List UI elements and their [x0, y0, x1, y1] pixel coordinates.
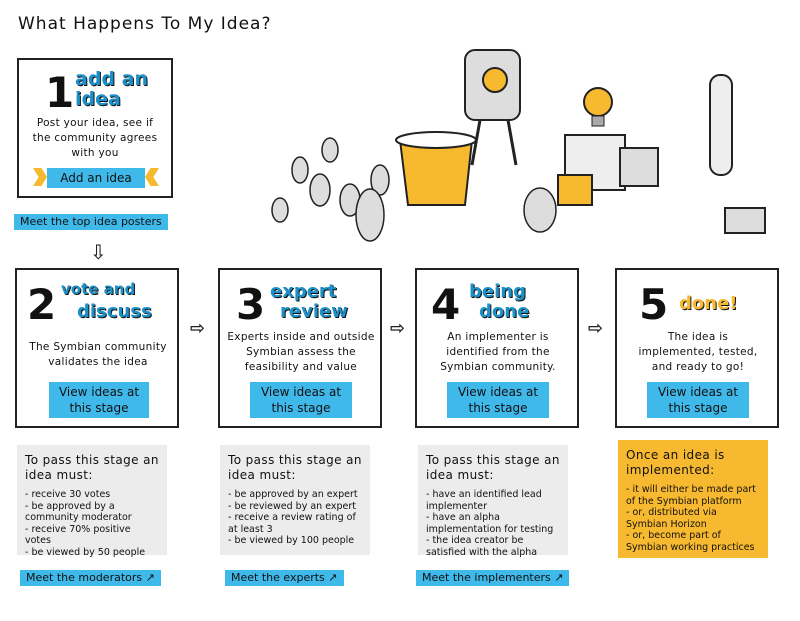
- list-item: have an alpha implementation for testing: [426, 512, 560, 535]
- step5-outcome-note: Once an idea is implemented: it will eit…: [618, 440, 768, 558]
- right-arrow-icon: ⇨: [190, 318, 206, 339]
- list-item: be viewed by 50 people: [25, 547, 159, 559]
- step2-note-title: To pass this stage an idea must:: [25, 453, 159, 482]
- step3-card: 3 expert review Experts inside and outsi…: [218, 268, 382, 428]
- step2-heading-line2: discuss: [77, 301, 152, 322]
- step4-description: An implementer is identified from the Sy…: [440, 331, 556, 373]
- list-item: receive 30 votes: [25, 489, 159, 501]
- meet-implementers-label: Meet the implementers: [422, 571, 551, 584]
- step4-number: 4: [431, 280, 461, 329]
- list-item: be reviewed by an expert: [228, 501, 362, 513]
- list-item: be approved by an expert: [228, 489, 362, 501]
- step2-requirements-note: To pass this stage an idea must: receive…: [17, 445, 167, 558]
- step4-heading-line1: being: [469, 281, 526, 302]
- list-item: receive 70% positive votes: [25, 524, 159, 547]
- list-item: be viewed by 100 people: [228, 535, 362, 547]
- step5-number: 5: [639, 280, 669, 329]
- right-arrow-icon: ⇨: [588, 318, 604, 339]
- meet-implementers-link[interactable]: Meet the implementers ↗: [416, 570, 570, 586]
- list-item: or, become part of Symbian working pract…: [626, 530, 760, 553]
- step3-requirements-note: To pass this stage an idea must: be appr…: [220, 445, 370, 555]
- step2-view-ideas-button[interactable]: View ideas at this stage: [49, 382, 149, 418]
- list-item: it will either be made part of the Symbi…: [626, 484, 760, 507]
- step5-view-ideas-button[interactable]: View ideas at this stage: [647, 382, 749, 418]
- step4-requirements-note: To pass this stage an idea must: have an…: [418, 445, 568, 558]
- down-arrow-icon: ⇩: [90, 240, 107, 264]
- step1-description: Post your idea, see if the community agr…: [32, 117, 158, 159]
- meet-experts-link[interactable]: Meet the experts ↗: [225, 570, 344, 586]
- arrow-right-icon: [33, 168, 47, 186]
- step5-note-title: Once an idea is implemented:: [626, 448, 725, 477]
- step5-heading: done!: [679, 293, 738, 314]
- step3-view-ideas-button[interactable]: View ideas at this stage: [250, 382, 352, 418]
- step3-heading-line1: expert: [270, 281, 337, 302]
- meet-moderators-link[interactable]: Meet the moderators ↗: [20, 570, 161, 586]
- step2-number: 2: [27, 280, 57, 329]
- step3-heading-line2: review: [280, 301, 348, 322]
- step4-note-title: To pass this stage an idea must:: [426, 453, 560, 482]
- add-idea-button[interactable]: Add an idea: [47, 168, 145, 188]
- step5-description: The idea is implemented, tested, and rea…: [638, 331, 758, 373]
- meet-experts-label: Meet the experts: [231, 571, 325, 584]
- illustration: [240, 30, 770, 250]
- list-item: receive a review rating of at least 3: [228, 512, 362, 535]
- external-arrow-icon: ↗: [554, 571, 564, 584]
- step4-card: 4 being done An implementer is identifie…: [415, 268, 579, 428]
- page-title: What Happens To My Idea?: [18, 14, 272, 34]
- step3-number: 3: [236, 280, 266, 329]
- step3-description: Experts inside and outside Symbian asses…: [227, 331, 375, 373]
- step2-heading-line1: vote and: [61, 280, 136, 298]
- step1-card: 1 add an idea Post your idea, see if the…: [17, 58, 173, 198]
- list-item: be approved by a community moderator: [25, 501, 159, 524]
- meet-moderators-label: Meet the moderators: [26, 571, 143, 584]
- step4-view-ideas-button[interactable]: View ideas at this stage: [447, 382, 549, 418]
- step2-description: The Symbian community validates the idea: [29, 341, 167, 368]
- external-arrow-icon: ↗: [145, 571, 155, 584]
- list-item: the idea creator be satisfied with the a…: [426, 535, 560, 558]
- step1-number: 1: [45, 68, 75, 117]
- step4-heading-line2: done: [479, 301, 530, 322]
- list-item: or, distributed via Symbian Horizon: [626, 507, 760, 530]
- external-arrow-icon: ↗: [328, 571, 338, 584]
- arrow-left-icon: [145, 168, 159, 186]
- step5-card: 5 done! The idea is implemented, tested,…: [615, 268, 779, 428]
- step2-card: 2 vote and discuss The Symbian community…: [15, 268, 179, 428]
- step1-heading-line2: idea: [75, 88, 121, 110]
- top-idea-posters-link[interactable]: Meet the top idea posters: [14, 214, 168, 230]
- step1-heading-line1: add an: [75, 68, 148, 90]
- list-item: have an identified lead implementer: [426, 489, 560, 512]
- right-arrow-icon: ⇨: [390, 318, 406, 339]
- step3-note-title: To pass this stage an idea must:: [228, 453, 362, 482]
